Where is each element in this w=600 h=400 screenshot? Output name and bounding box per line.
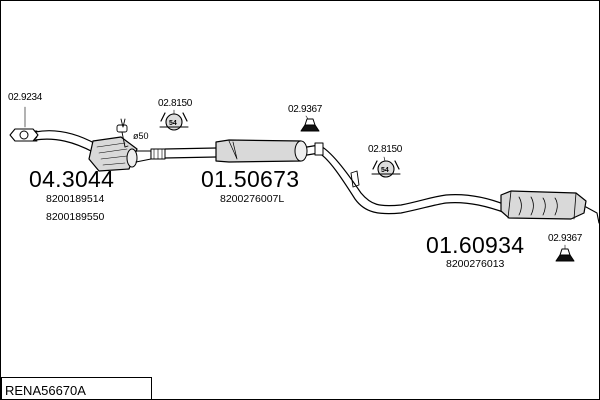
- mount-badge-2: 54: [381, 167, 389, 174]
- clamp-bracket-icon: [555, 248, 575, 262]
- mount-badge-1: 54: [169, 120, 177, 127]
- pipe-diameter-label: ø50: [133, 131, 149, 141]
- flange-gasket-icon: [9, 128, 39, 142]
- part-number-rear-silencer: 01.60934: [426, 232, 525, 258]
- middle-pipe: [164, 147, 217, 159]
- oem-number: 8200189550: [46, 211, 105, 223]
- oem-number: 8200276013: [446, 258, 505, 270]
- fitting-code-gasket: 02.9234: [8, 92, 43, 103]
- reference-code-box: RENA56670A: [1, 377, 152, 399]
- rubber-mount-icon: [371, 160, 401, 178]
- fitting-code-mount-1: 02.8150: [158, 98, 193, 109]
- rear-pipe: [306, 142, 507, 215]
- rear-silencer-shape: [500, 190, 599, 224]
- fitting-code-mount-2: 02.8150: [368, 144, 403, 155]
- part-number-center-silencer: 01.50673: [201, 166, 300, 192]
- center-silencer-shape: [215, 139, 308, 163]
- fitting-code-clamp-2: 02.9367: [548, 233, 583, 244]
- part-number-catalytic-converter: 04.3044: [29, 166, 115, 192]
- oxygen-sensor-shape: [116, 118, 129, 148]
- clamp-bracket-icon: [300, 118, 320, 132]
- fitting-code-clamp-1: 02.9367: [288, 104, 323, 115]
- oem-number: 8200189514: [46, 193, 105, 205]
- oem-number: 8200276007L: [220, 193, 285, 205]
